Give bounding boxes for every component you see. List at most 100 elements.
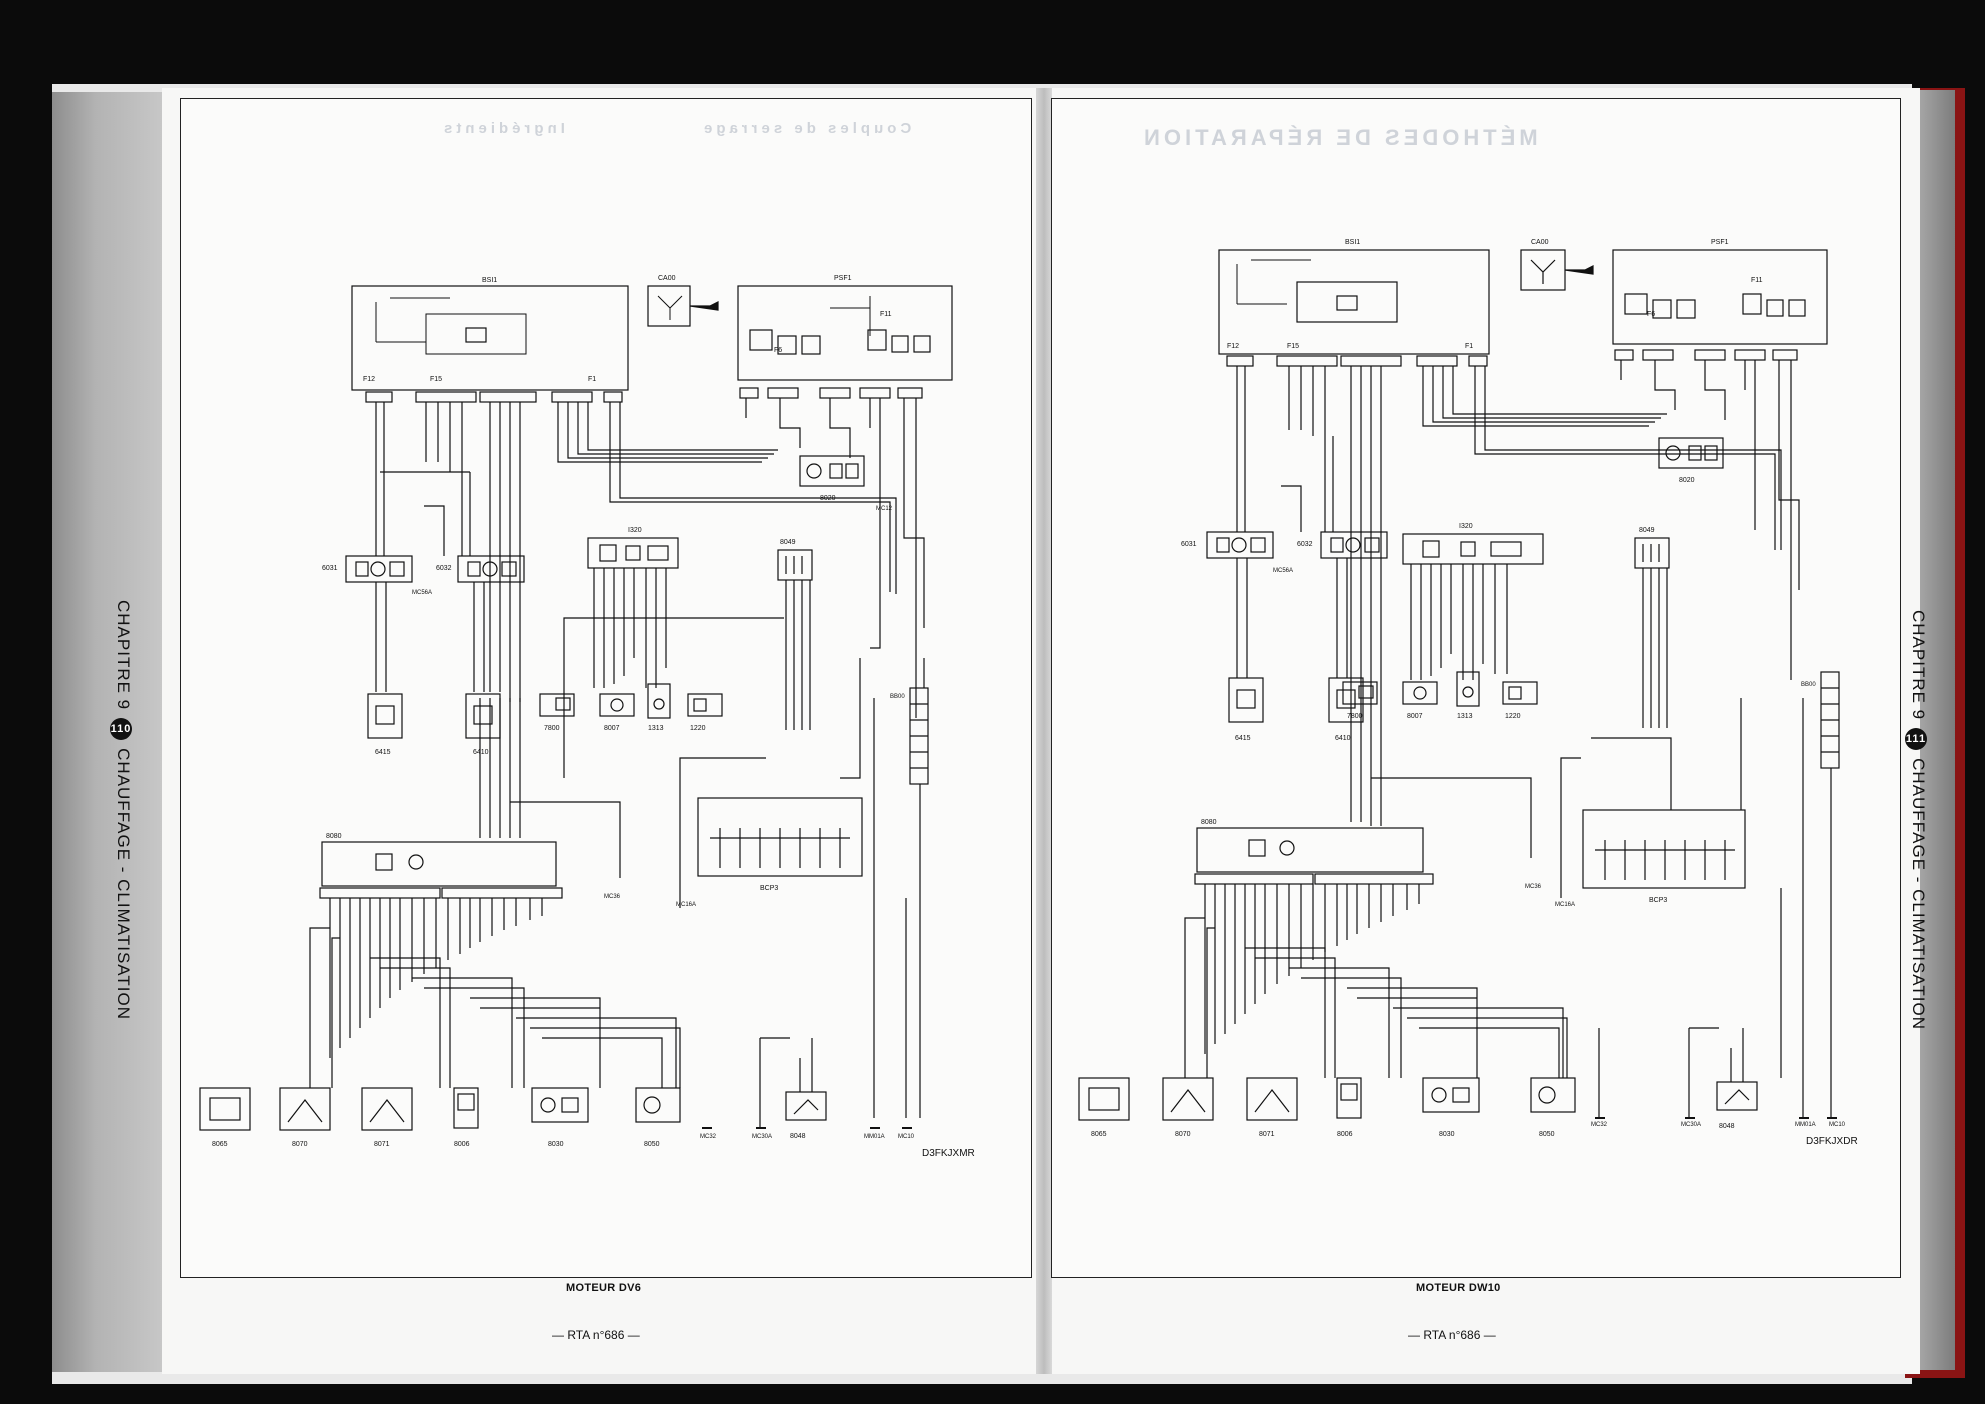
svg-text:CA00: CA00 [1531, 239, 1549, 246]
right-footer: — RTA n°686 — [1408, 1328, 1496, 1342]
svg-text:8050: 8050 [644, 1141, 660, 1148]
svg-text:8080: 8080 [326, 833, 342, 840]
right-side-chapter: CHAPITRE 9 111CHAUFFAGE - CLIMATISATION [1905, 610, 1928, 1030]
svg-text:F6: F6 [774, 347, 782, 354]
svg-text:MC36: MC36 [1525, 884, 1542, 890]
svg-text:CA00: CA00 [658, 275, 676, 282]
left-diagram-frame [180, 98, 1032, 1278]
svg-text:MC16A: MC16A [1555, 902, 1575, 908]
svg-text:1220: 1220 [1505, 713, 1521, 720]
svg-text:6415: 6415 [1235, 735, 1251, 742]
svg-text:8049: 8049 [780, 539, 796, 546]
svg-text:MC10: MC10 [898, 1134, 915, 1140]
svg-text:6415: 6415 [375, 749, 391, 756]
page-stack-right [1920, 90, 1955, 1370]
svg-text:8050: 8050 [1539, 1131, 1555, 1138]
left-chapter-label: CHAPITRE 9 [114, 600, 133, 711]
bsi1-box [351, 285, 629, 391]
svg-text:8007: 8007 [604, 725, 620, 732]
right-page-number: 111 [1905, 728, 1927, 751]
svg-text:F1: F1 [1465, 343, 1473, 350]
svg-text:7800: 7800 [544, 725, 560, 732]
psf1-box [737, 285, 953, 381]
svg-text:1313: 1313 [648, 725, 664, 732]
svg-text:F12: F12 [363, 376, 375, 383]
right-chapter-title: CHAUFFAGE - CLIMATISATION [1909, 758, 1928, 1030]
svg-text:MC10: MC10 [1829, 1122, 1846, 1128]
svg-text:1220: 1220 [690, 725, 706, 732]
svg-text:F15: F15 [1287, 343, 1299, 350]
svg-text:F11: F11 [880, 311, 892, 318]
page-stack-left [52, 92, 162, 1372]
svg-text:I320: I320 [1459, 523, 1473, 530]
svg-text:BCP3: BCP3 [1649, 897, 1667, 904]
bsi1-label: BSI1 [482, 277, 497, 284]
svg-text:MC30A: MC30A [1681, 1122, 1701, 1128]
book-gutter [1036, 88, 1052, 1374]
svg-text:MM01A: MM01A [864, 1134, 885, 1140]
svg-text:BCP3: BCP3 [760, 885, 778, 892]
i320-box [587, 537, 679, 569]
svg-text:8071: 8071 [1259, 1131, 1275, 1138]
left-page-number: 110 [110, 718, 132, 741]
svg-text:8065: 8065 [1091, 1131, 1107, 1138]
svg-text:MC32: MC32 [700, 1134, 717, 1140]
svg-text:6410: 6410 [473, 749, 489, 756]
right-wiring-diagram: BSI1 F12 F15 F1 CA00 PSF1 F6 F11 8020 60… [1078, 239, 1846, 1138]
right-diagram-frame [1051, 98, 1901, 1278]
svg-text:F1: F1 [588, 376, 596, 383]
left-engine-caption: MOTEUR DV6 [566, 1282, 642, 1294]
svg-text:1313: 1313 [1457, 713, 1473, 720]
svg-text:BB00: BB00 [1801, 682, 1816, 688]
svg-text:7800: 7800 [1347, 713, 1363, 720]
svg-text:8020: 8020 [1679, 477, 1695, 484]
svg-text:MC30A: MC30A [752, 1134, 772, 1140]
svg-text:8048: 8048 [790, 1133, 806, 1140]
svg-text:F15: F15 [430, 376, 442, 383]
svg-text:MC56A: MC56A [1273, 568, 1293, 574]
right-chapter-label: CHAPITRE 9 [1909, 610, 1928, 721]
svg-text:MC32: MC32 [1591, 1122, 1608, 1128]
svg-text:6032: 6032 [1297, 541, 1313, 548]
svg-text:8030: 8030 [548, 1141, 564, 1148]
svg-text:8006: 8006 [454, 1141, 470, 1148]
svg-text:6410: 6410 [1335, 735, 1351, 742]
svg-text:8007: 8007 [1407, 713, 1423, 720]
svg-text:8071: 8071 [374, 1141, 390, 1148]
svg-text:6031: 6031 [322, 565, 338, 572]
left-footer: — RTA n°686 — [552, 1328, 640, 1342]
svg-text:MC56A: MC56A [412, 590, 432, 596]
svg-text:8080: 8080 [1201, 819, 1217, 826]
svg-text:MC36: MC36 [604, 894, 621, 900]
right-diagram-ref: D3FKJXDR [1806, 1136, 1858, 1147]
svg-text:8030: 8030 [1439, 1131, 1455, 1138]
svg-text:I320: I320 [628, 527, 642, 534]
svg-text:8020: 8020 [820, 495, 836, 502]
svg-text:6031: 6031 [1181, 541, 1197, 548]
ca00-box [647, 285, 691, 327]
svg-text:8070: 8070 [292, 1141, 308, 1148]
svg-text:8048: 8048 [1719, 1123, 1735, 1130]
svg-text:F12: F12 [1227, 343, 1239, 350]
left-diagram-ref: D3FKJXMR [922, 1148, 975, 1159]
svg-text:BB00: BB00 [890, 694, 905, 700]
svg-text:MC16A: MC16A [676, 902, 696, 908]
svg-text:F6: F6 [1647, 311, 1655, 318]
svg-text:MM01A: MM01A [1795, 1122, 1816, 1128]
svg-text:8006: 8006 [1337, 1131, 1353, 1138]
left-chapter-title: CHAUFFAGE - CLIMATISATION [114, 748, 133, 1020]
8020-box [799, 455, 865, 487]
left-wiring-diagram: BSI1 F12 F15 F1 CA00 PSF1 F6 F11 8020 MC… [199, 275, 953, 1148]
svg-text:8065: 8065 [212, 1141, 228, 1148]
svg-text:BSI1: BSI1 [1345, 239, 1360, 246]
bcp3-box [697, 797, 863, 877]
svg-text:MC12: MC12 [876, 506, 893, 512]
svg-text:PSF1: PSF1 [834, 275, 852, 282]
right-engine-caption: MOTEUR DW10 [1416, 1282, 1501, 1294]
svg-text:F11: F11 [1751, 277, 1763, 284]
svg-text:6032: 6032 [436, 565, 452, 572]
left-side-chapter: CHAPITRE 9 110CHAUFFAGE - CLIMATISATION [110, 600, 133, 1020]
svg-text:8070: 8070 [1175, 1131, 1191, 1138]
bsi1-box [1218, 249, 1490, 355]
8080-box [321, 841, 557, 887]
